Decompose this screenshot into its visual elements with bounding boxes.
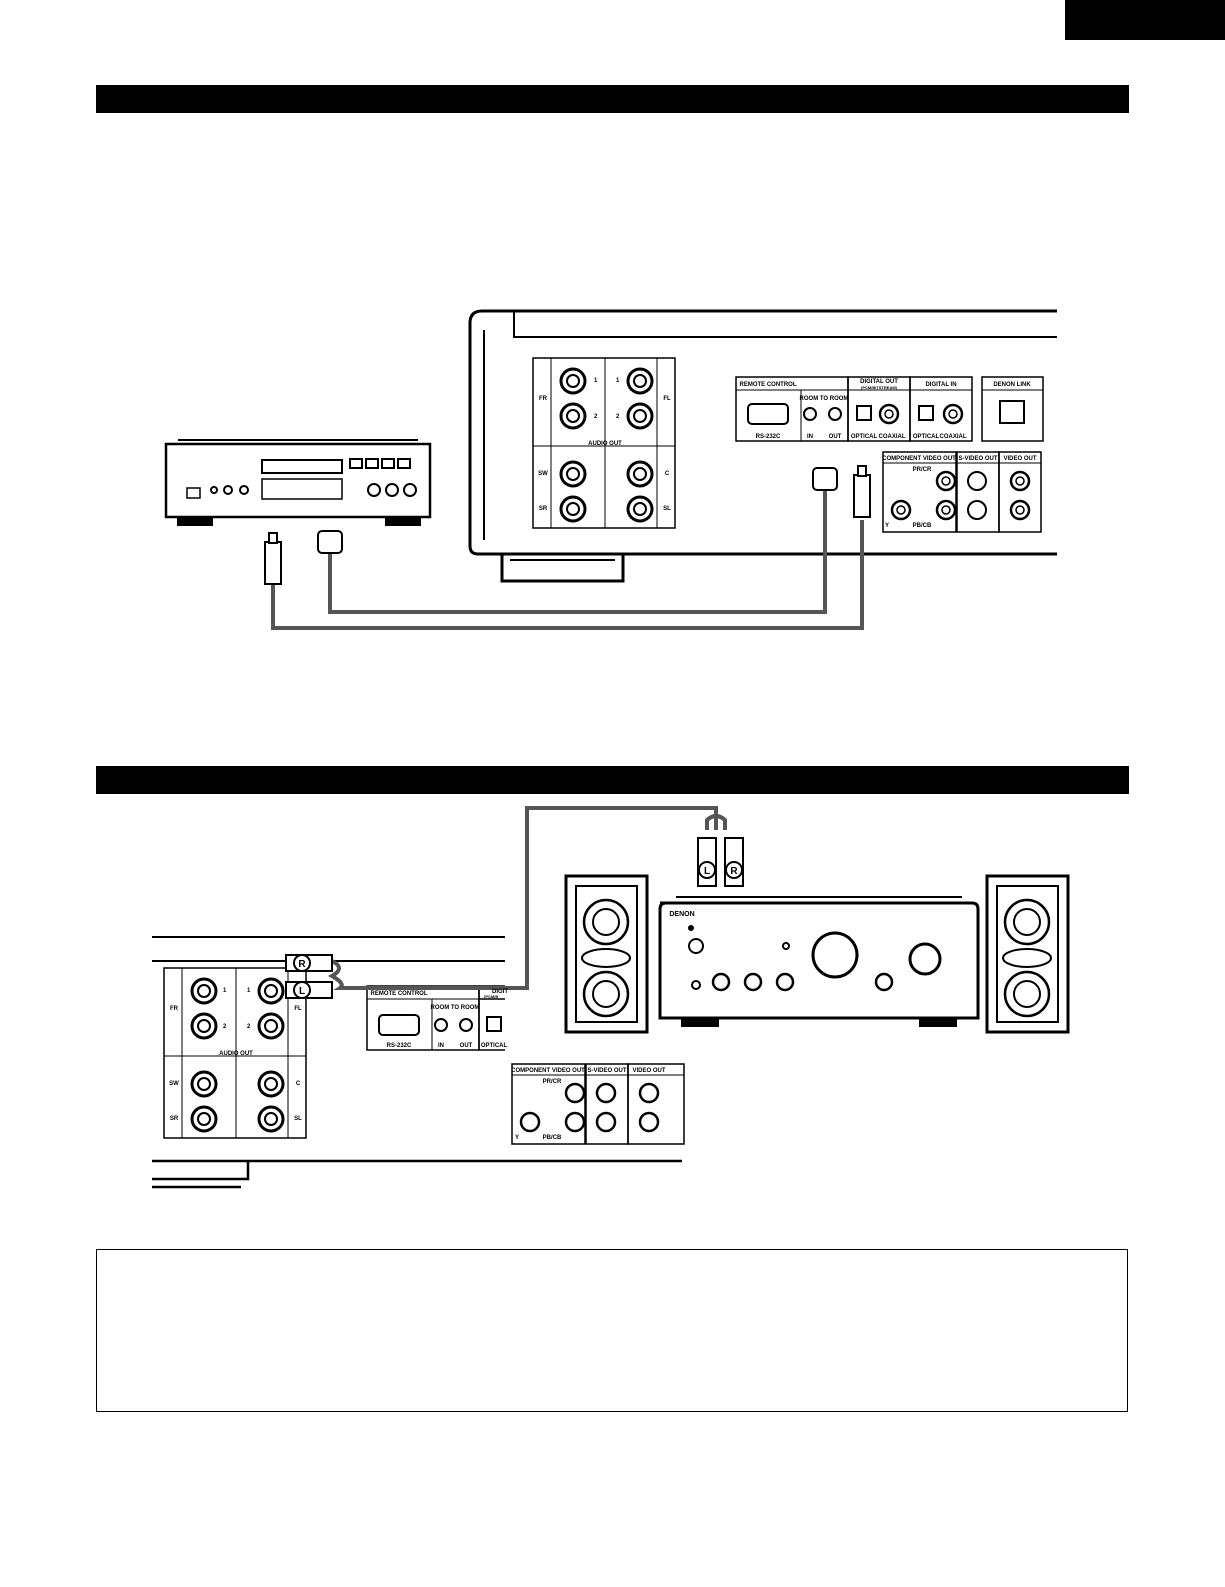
label-pb-cb: PB/CB [913, 523, 932, 529]
page-corner-tab [1065, 0, 1225, 40]
label-fl: FL [294, 1006, 302, 1012]
plug-r-label: R [298, 959, 306, 970]
label-y: Y [885, 523, 889, 529]
label-remote-control: REMOTE CONTROL [371, 991, 428, 997]
label-optical: OPTICAL [851, 434, 878, 440]
label-rs232c: RS-232C [387, 1043, 412, 1049]
label-1: 1 [616, 378, 620, 384]
label-2: 2 [616, 414, 620, 420]
label-digital-partial: DIGIT [492, 989, 508, 995]
label-digital-sub-partial: (PCM/B [484, 994, 498, 999]
label-pr-cr: PR/CR [913, 467, 932, 473]
analog-connection-diagram: R L L R DENON AUDIO OUT FR FL [152, 806, 1070, 1189]
amplifier-brand: DENON [669, 911, 694, 918]
label-out: OUT [460, 1043, 473, 1049]
label-sl: SL [294, 1116, 302, 1122]
section-header-bar-digital [96, 85, 1129, 113]
plug-l-label: L [299, 986, 305, 997]
label-sl: SL [663, 506, 671, 512]
label-audio-out: AUDIO OUT [219, 1051, 253, 1057]
label-audio-out: AUDIO OUT [588, 441, 622, 447]
label-video-out: VIDEO OUT [1003, 456, 1036, 462]
label-in: IN [807, 434, 813, 440]
label-digital-out: DIGITAL OUT [860, 379, 898, 385]
section-header-bar-analog [96, 766, 1129, 794]
label-s-video-out: S-VIDEO OUT [958, 456, 997, 462]
label-digital-in: DIGITAL IN [925, 382, 956, 388]
label-video-out: VIDEO OUT [632, 1068, 665, 1074]
label-coaxial: COAXIAL [940, 434, 967, 440]
label-coaxial: COAXIAL [879, 434, 906, 440]
label-out: OUT [829, 434, 842, 440]
label-2: 2 [223, 1024, 227, 1030]
label-2: 2 [247, 1024, 251, 1030]
label-y: Y [515, 1135, 519, 1141]
label-2: 2 [594, 414, 598, 420]
label-pr-cr: PR/CR [543, 1079, 562, 1085]
digital-connection-diagram: FR FL SW C SR SL 1 2 1 2 AUDIO OUT REMOT… [164, 309, 1057, 630]
label-sw: SW [169, 1081, 179, 1087]
label-in: IN [438, 1043, 444, 1049]
note-box [96, 1249, 1128, 1412]
label-sw: SW [538, 471, 548, 477]
label-1: 1 [247, 988, 251, 994]
label-optical: OPTICAL [913, 434, 940, 440]
label-fl: FL [663, 396, 671, 402]
label-digital-out-sub: (PCM/BITSTREAM) [861, 385, 898, 390]
label-room-to-room: ROOM TO ROOM [431, 1005, 480, 1011]
plug-r-label: R [730, 866, 738, 877]
label-1: 1 [594, 378, 598, 384]
label-sr: SR [170, 1116, 179, 1122]
label-s-video-out: S-VIDEO OUT [587, 1068, 626, 1074]
label-fr: FR [539, 396, 548, 402]
label-c: C [665, 471, 670, 477]
label-pb-cb: PB/CB [543, 1135, 562, 1141]
label-c: C [296, 1081, 301, 1087]
label-rs232c: RS-232C [756, 434, 781, 440]
label-denon-link: DENON LINK [993, 382, 1031, 388]
label-room-to-room: ROOM TO ROOM [800, 396, 849, 402]
label-component-video-out: COMPONENT VIDEO OUT [511, 1068, 585, 1074]
label-fr: FR [170, 1006, 179, 1012]
label-1: 1 [223, 988, 227, 994]
plug-l-label: L [704, 866, 710, 877]
label-sr: SR [539, 506, 548, 512]
label-component-video-out: COMPONENT VIDEO OUT [882, 456, 956, 462]
label-remote-control: REMOTE CONTROL [740, 382, 797, 388]
label-optical: OPTICAL [481, 1043, 508, 1049]
